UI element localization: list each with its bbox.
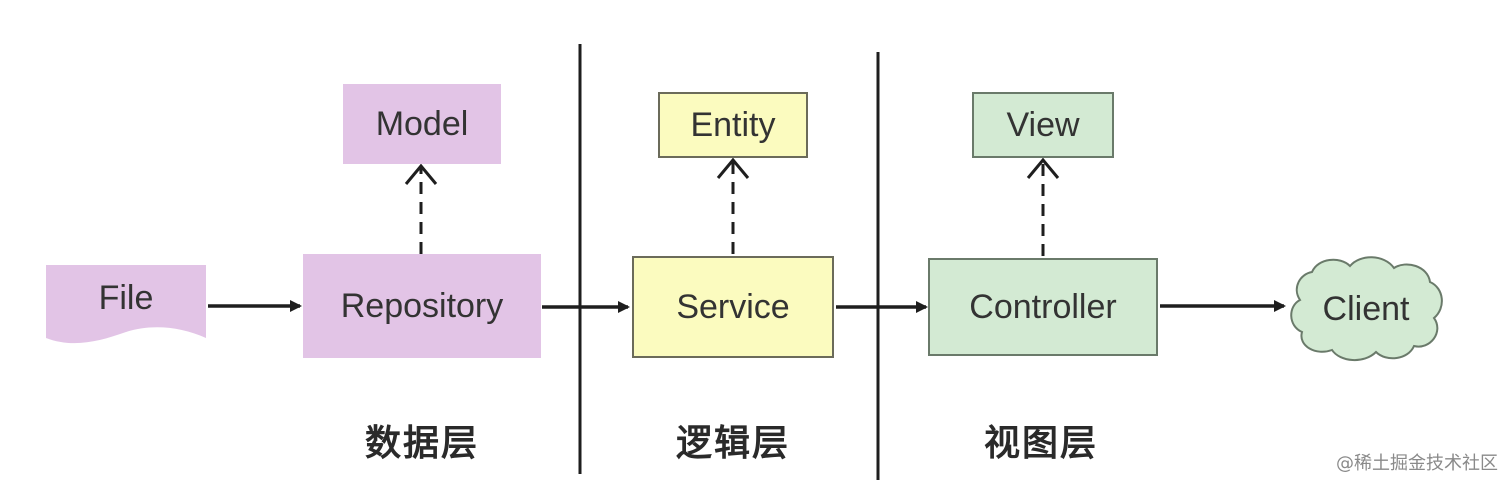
dashed-arrow-controller-to-view [1026,157,1060,256]
layer-label-data: 数据层 [365,423,480,464]
controller-node: Controller [928,258,1158,356]
client-cloud-shape [1290,256,1443,361]
watermark: @稀土掘金技术社区 [1336,453,1498,474]
controller-label: Controller [969,287,1117,326]
model-label: Model [375,104,469,143]
layer-label-logic: 逻辑层 [676,423,791,464]
file-shape [46,265,206,344]
repository-node: Repository [303,254,541,358]
file-node: File [46,266,206,330]
view-node: View [972,92,1114,158]
view-label: View [1006,105,1080,144]
dashed-arrow-repository-to-model [404,163,438,254]
repository-label: Repository [340,286,504,325]
layer-label-view: 视图层 [984,423,1099,464]
client-label: Client [1322,289,1410,328]
entity-node: Entity [658,92,808,158]
client-node: Client [1296,272,1436,346]
model-node: Model [343,84,501,164]
file-label: File [98,278,154,317]
service-label: Service [676,287,790,326]
dashed-arrow-service-to-entity [716,157,750,254]
entity-label: Entity [690,105,776,144]
service-node: Service [632,256,834,358]
